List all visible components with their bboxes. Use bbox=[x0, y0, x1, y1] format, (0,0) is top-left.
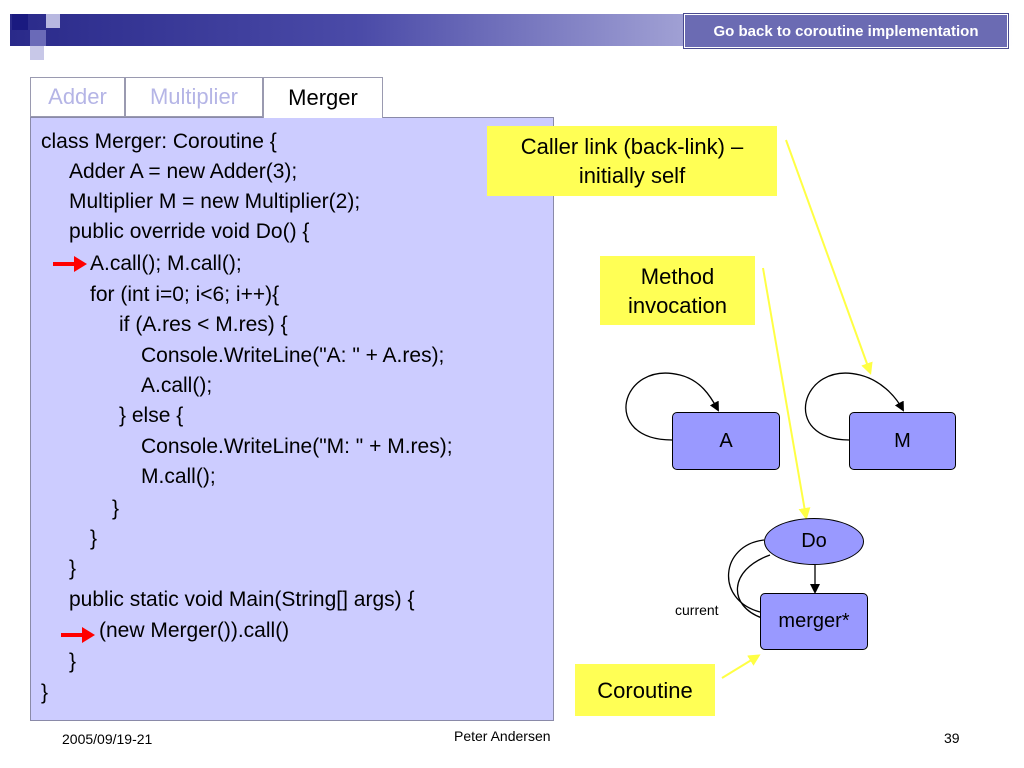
code-line: Adder A = new Adder(3); bbox=[69, 160, 298, 183]
footer-author: Peter Andersen bbox=[454, 728, 551, 744]
self-loop-merger bbox=[736, 554, 771, 619]
code-panel: class Merger: Coroutine { Adder A = new … bbox=[30, 117, 554, 721]
caller-link-callout: Caller link (back-link) –initially self bbox=[487, 126, 777, 196]
code-line: public override void Do() { bbox=[69, 220, 310, 243]
current-line-arrow-icon bbox=[53, 256, 87, 272]
code-line: class Merger: Coroutine { bbox=[41, 130, 277, 153]
code-line: (new Merger()).call() bbox=[99, 619, 290, 642]
coroutine-callout: Coroutine bbox=[575, 664, 715, 716]
coroutine-pointer bbox=[721, 654, 761, 679]
header-square-decoration bbox=[30, 46, 44, 60]
tab-adder[interactable]: Adder bbox=[30, 77, 125, 117]
code-line: A.call(); M.call(); bbox=[90, 252, 242, 275]
header-square-decoration bbox=[12, 14, 28, 30]
code-line: Console.WriteLine("M: " + M.res); bbox=[141, 435, 453, 458]
code-line: public static void Main(String[] args) { bbox=[69, 588, 415, 611]
code-line: } bbox=[90, 527, 98, 550]
footer-page-number: 39 bbox=[944, 730, 960, 746]
call-site-arrow-icon bbox=[61, 627, 95, 643]
node-merger: merger* bbox=[760, 593, 868, 650]
code-line: M.call(); bbox=[141, 465, 216, 488]
code-line: Console.WriteLine("A: " + A.res); bbox=[141, 344, 445, 367]
self-loop-do bbox=[727, 539, 765, 613]
back-to-coroutine-button[interactable]: Go back to coroutine implementation bbox=[684, 14, 1008, 48]
code-line: A.call(); bbox=[141, 374, 213, 397]
header-square-decoration bbox=[30, 30, 46, 46]
code-line: for (int i=0; i<6; i++){ bbox=[90, 283, 280, 306]
self-loop-a bbox=[625, 372, 719, 441]
code-line: } else { bbox=[119, 404, 184, 427]
header-square-decoration bbox=[46, 14, 60, 28]
code-line: } bbox=[69, 557, 77, 580]
code-line: } bbox=[69, 650, 77, 673]
tab-multiplier[interactable]: Multiplier bbox=[125, 77, 263, 117]
code-line: } bbox=[112, 497, 120, 520]
code-line: if (A.res < M.res) { bbox=[119, 313, 288, 336]
caller-link-pointer bbox=[785, 139, 873, 375]
current-label: current bbox=[675, 602, 719, 618]
node-m: M bbox=[849, 412, 956, 470]
code-line: } bbox=[41, 681, 49, 704]
tab-merger[interactable]: Merger bbox=[263, 77, 383, 118]
node-a: A bbox=[672, 412, 780, 470]
method-invocation-pointer bbox=[762, 267, 811, 520]
footer-date: 2005/09/19-21 bbox=[62, 731, 153, 747]
code-line: Multiplier M = new Multiplier(2); bbox=[69, 190, 361, 213]
node-do: Do bbox=[764, 518, 864, 565]
self-loop-m bbox=[804, 372, 904, 441]
